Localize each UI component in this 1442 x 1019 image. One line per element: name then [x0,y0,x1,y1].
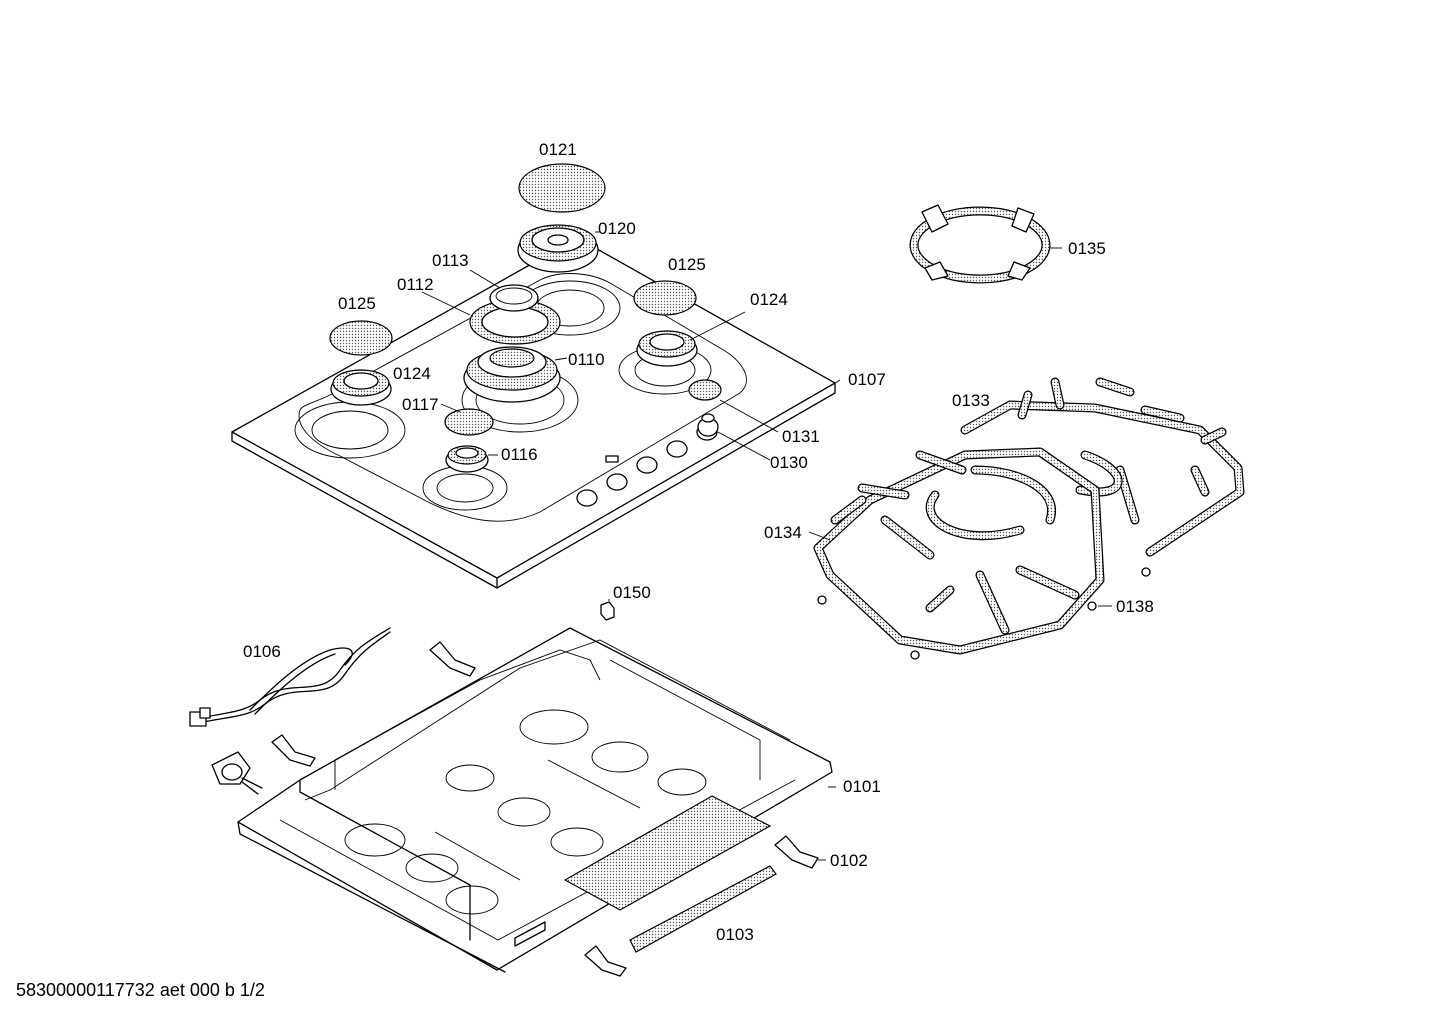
label-0125-left: 0125 [338,294,376,313]
label-0102: 0102 [830,851,868,870]
burner-small-0116 [445,445,489,473]
burner-large-0120 [517,224,599,273]
burner-cap-0121 [518,163,606,213]
label-0113: 0113 [432,251,469,270]
burner-ring-0112 [469,299,561,345]
label-0101: 0101 [843,777,881,796]
document-id: 58300000117732 aet 000 b 1/2 [16,980,265,1000]
label-0138: 0138 [1116,597,1154,616]
label-0125-right: 0125 [668,255,706,274]
label-0124-left: 0124 [393,364,431,383]
label-0110: 0110 [568,350,605,369]
leader-lines [421,231,1112,861]
wok-ring-0135 [909,204,1051,284]
burner-medium-0124-right [636,330,698,367]
label-0107: 0107 [848,370,886,389]
pan-support-left-0134 [813,447,1105,655]
clamp-top [429,641,476,677]
clip-0150 [600,601,615,621]
rubber-feet-0138 [817,567,1151,660]
pan-support-right-0133 [960,377,1245,557]
label-0130: 0130 [770,453,808,472]
trim-strip-0103 [629,865,777,953]
burner-cap-0113 [489,284,539,312]
burner-medium-0124-left [330,369,392,406]
power-cable-0106 [189,627,391,727]
label-0121: 0121 [539,140,577,159]
label-0106: 0106 [243,642,281,661]
label-0120: 0120 [598,219,636,238]
knob-spindle-0130 [697,413,719,437]
bottom-tray-0101 [237,627,833,973]
label-0117: 0117 [402,395,439,414]
burner-cap-0125-left [329,320,393,356]
label-0131: 0131 [782,427,820,446]
clamp-bottom [584,945,627,977]
burner-cap-0117 [444,408,494,436]
burner-cap-0125-right [633,280,697,316]
label-0116: 0116 [501,445,538,464]
part-labels: 0121 0120 0113 0125 0112 0125 0124 0110 … [243,140,1154,944]
label-0133: 0133 [952,391,990,410]
label-0112: 0112 [397,275,434,294]
clamp-left [271,734,316,767]
label-0124-right: 0124 [750,290,788,309]
label-0135: 0135 [1068,239,1106,258]
knob-0131 [688,379,722,401]
label-0103: 0103 [716,925,754,944]
label-0134: 0134 [764,523,802,542]
burner-wok-0110 [463,346,561,403]
label-0150: 0150 [613,583,651,602]
clamp-0102 [774,835,819,869]
ignition-module [211,751,263,795]
